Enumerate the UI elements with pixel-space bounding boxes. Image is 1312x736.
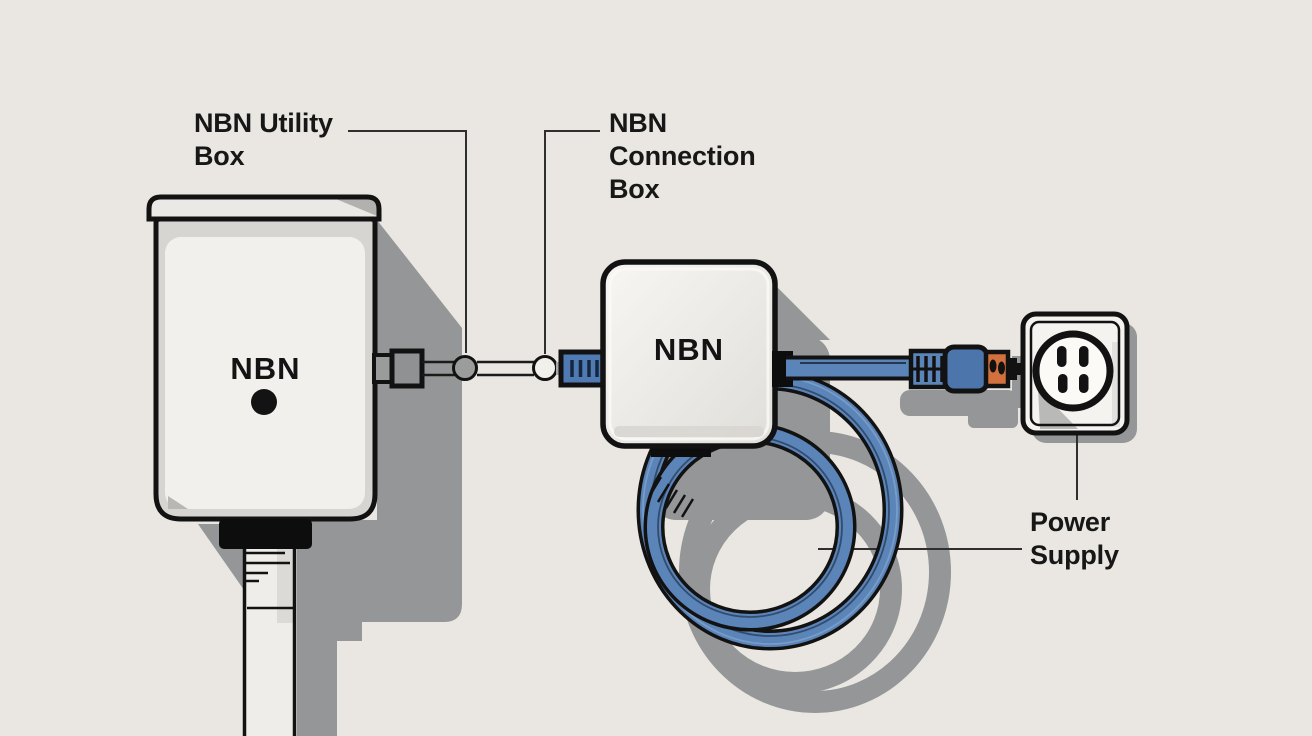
connection-box-nbn-text: NBN <box>653 332 725 367</box>
wall-port-large <box>389 348 425 389</box>
connection-box-bevel <box>608 267 770 441</box>
connection-box-leader-line <box>544 130 600 354</box>
utility-box-collar <box>219 519 312 549</box>
connection-box-shadow <box>775 285 830 340</box>
plug-tip <box>1008 358 1017 380</box>
utility-box-label-line2: Box <box>194 141 245 171</box>
splice-joint-left <box>452 355 478 381</box>
utility-box-lid-border <box>146 194 382 222</box>
connection-box-label-line3: Box <box>609 174 660 204</box>
nbn-utility-box <box>146 194 382 736</box>
connection-box-label-line2: Connection <box>609 141 756 171</box>
outlet-socket-slots <box>1057 346 1089 393</box>
splice-joint-right <box>532 355 558 381</box>
plug-pin-hole-left <box>989 359 997 373</box>
plug-shadow-2 <box>968 404 1018 428</box>
power-outlet <box>1020 311 1130 436</box>
conduit-pipe-ticks <box>246 551 293 610</box>
fibre-cable-lines <box>422 360 534 377</box>
cable-strain-stripes <box>648 476 695 518</box>
utility-box-panel-shade <box>168 496 188 509</box>
outlet-right-shade <box>1112 342 1120 427</box>
power-supply-label: Power Supply <box>1030 506 1119 572</box>
strain-relief-ribs <box>913 356 947 382</box>
utility-box-lid-shade <box>336 199 377 216</box>
connection-box-label-line1: NBN <box>609 108 667 138</box>
fibre-lead-in <box>372 348 608 389</box>
power-supply-label-line1: Power <box>1030 507 1111 537</box>
fibre-connector-pins <box>570 360 599 377</box>
utility-box-leader-line <box>348 130 467 353</box>
utility-box-nbn-text: NBN <box>230 351 301 386</box>
outlet-socket <box>1032 330 1114 412</box>
power-supply-label-line2: Supply <box>1030 540 1119 570</box>
plug-body <box>942 344 990 394</box>
nbn-connection-box <box>600 259 793 457</box>
loop-shadows <box>679 431 951 713</box>
utility-box-label: NBN Utility Box <box>194 107 333 173</box>
utility-box-lid <box>149 197 379 219</box>
utility-box-label-line1: NBN Utility <box>194 108 333 138</box>
connection-box-label: NBN Connection Box <box>609 107 756 206</box>
conduit-pipe-shade <box>277 549 294 623</box>
plug-tip-end <box>1016 363 1023 375</box>
connection-box-bottom-shade <box>614 426 764 437</box>
utility-box-panel <box>165 237 365 509</box>
plug-pin-hole-right <box>998 361 1005 375</box>
utility-box-dot <box>251 389 277 415</box>
power-cable-plug <box>786 344 1023 394</box>
outlet-inner-border <box>1029 320 1121 427</box>
